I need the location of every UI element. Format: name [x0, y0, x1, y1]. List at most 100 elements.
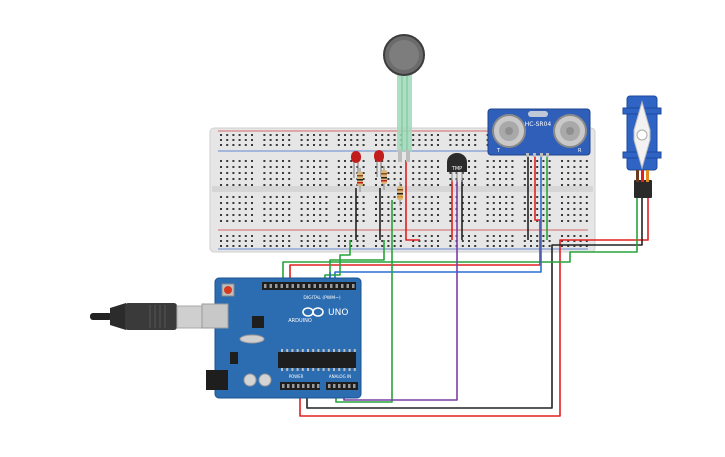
breadboard-hole: [567, 220, 570, 222]
breadboard-hole: [579, 220, 582, 222]
breadboard-hole: [325, 235, 328, 237]
breadboard-hole: [474, 166, 477, 168]
breadboard-hole: [536, 245, 539, 247]
breadboard-hole: [306, 214, 309, 216]
breadboard-hole: [449, 139, 452, 141]
breadboard-hole: [511, 166, 514, 168]
resistor-3[interactable]: [397, 182, 403, 206]
arduino-mcu-pin: [348, 368, 351, 371]
breadboard-hole: [437, 139, 439, 141]
breadboard-hole: [424, 202, 427, 204]
breadboard-hole: [499, 235, 501, 237]
breadboard-hole: [474, 178, 477, 180]
breadboard-hole: [567, 245, 570, 247]
ultrasonic-sensor[interactable]: HC-SR04 T R: [487, 108, 591, 157]
breadboard-hole: [424, 245, 427, 247]
breadboard-hole: [238, 144, 241, 146]
breadboard-hole: [511, 172, 514, 174]
breadboard-hole: [244, 220, 247, 222]
breadboard-hole: [282, 139, 284, 141]
breadboard-hole: [486, 202, 489, 204]
breadboard-hole: [220, 178, 222, 180]
breadboard-hole: [461, 172, 464, 174]
breadboard-hole: [251, 178, 253, 180]
breadboard-hole: [344, 178, 346, 180]
arduino-usb-port: [201, 303, 229, 329]
arduino-header-pin: [348, 384, 351, 388]
arduino-mcu-pin: [343, 368, 346, 371]
breadboard-hole: [573, 220, 576, 222]
breadboard-hole: [399, 166, 402, 168]
breadboard-hole: [232, 172, 235, 174]
breadboard-hole: [226, 166, 229, 168]
breadboard-hole: [412, 178, 415, 180]
usb-cable[interactable]: [90, 303, 218, 330]
force-sensor-pin: [398, 150, 402, 162]
breadboard-hole: [393, 202, 396, 204]
arduino-header-pin: [346, 284, 349, 288]
breadboard-hole: [486, 214, 489, 216]
breadboard-hole: [387, 196, 390, 198]
breadboard-hole: [319, 172, 322, 174]
arduino-uno[interactable]: DIGITAL (PWM~) ARDUINO UNO POWER ANALOG …: [201, 277, 362, 399]
breadboard-hole: [325, 160, 328, 162]
breadboard-hole: [220, 144, 222, 146]
breadboard-hole: [288, 202, 291, 204]
breadboard-hole: [350, 160, 353, 162]
breadboard-hole: [492, 178, 495, 180]
servo-motor[interactable]: [622, 95, 662, 198]
breadboard-hole: [319, 202, 322, 204]
breadboard-hole: [325, 139, 328, 141]
breadboard-hole: [238, 208, 241, 210]
breadboard-hole: [449, 172, 452, 174]
arduino-header-pin: [324, 284, 327, 288]
breadboard-hole: [226, 235, 229, 237]
arduino-header-pin: [353, 384, 356, 388]
breadboard-hole: [561, 214, 563, 216]
breadboard-hole: [399, 235, 402, 237]
breadboard-hole: [486, 208, 489, 210]
breadboard-hole: [399, 184, 402, 186]
temperature-sensor[interactable]: TMP: [447, 153, 467, 182]
breadboard-hole: [362, 144, 365, 146]
breadboard-hole: [375, 178, 377, 180]
breadboard-hole: [573, 240, 576, 242]
breadboard-hole: [486, 240, 489, 242]
breadboard-hole: [232, 208, 235, 210]
breadboard-hole: [499, 172, 501, 174]
breadboard-hole: [424, 160, 427, 162]
breadboard-hole: [282, 166, 284, 168]
arduino-header-pin: [312, 384, 315, 388]
usb-plug-body: [125, 303, 177, 330]
breadboard-hole: [375, 235, 377, 237]
breadboard-hole: [238, 178, 241, 180]
breadboard-hole: [306, 208, 309, 210]
resistor-2[interactable]: [381, 166, 387, 190]
breadboard-hole: [548, 202, 551, 204]
breadboard-hole: [492, 184, 495, 186]
tmp-label: TMP: [451, 166, 462, 172]
breadboard-hole: [375, 144, 377, 146]
breadboard-hole: [424, 220, 427, 222]
breadboard-hole: [288, 220, 291, 222]
breadboard-hole: [461, 245, 464, 247]
breadboard-hole: [381, 202, 384, 204]
breadboard-hole: [530, 220, 532, 222]
breadboard-hole: [412, 235, 415, 237]
force-sensor[interactable]: [383, 34, 425, 162]
breadboard-hole: [387, 220, 390, 222]
breadboard-hole: [542, 214, 545, 216]
breadboard-hole: [356, 196, 359, 198]
breadboard-hole: [455, 134, 458, 136]
breadboard-hole: [393, 208, 396, 210]
breadboard-hole: [288, 208, 291, 210]
breadboard-hole: [313, 160, 315, 162]
breadboard-hole: [356, 245, 359, 247]
breadboard-hole: [325, 245, 328, 247]
breadboard-hole: [511, 202, 514, 204]
resistor-1[interactable]: [357, 168, 363, 192]
breadboard-hole: [499, 240, 501, 242]
breadboard-hole: [412, 184, 415, 186]
breadboard-hole: [424, 166, 427, 168]
servo-connector-wire-brown: [636, 170, 639, 182]
